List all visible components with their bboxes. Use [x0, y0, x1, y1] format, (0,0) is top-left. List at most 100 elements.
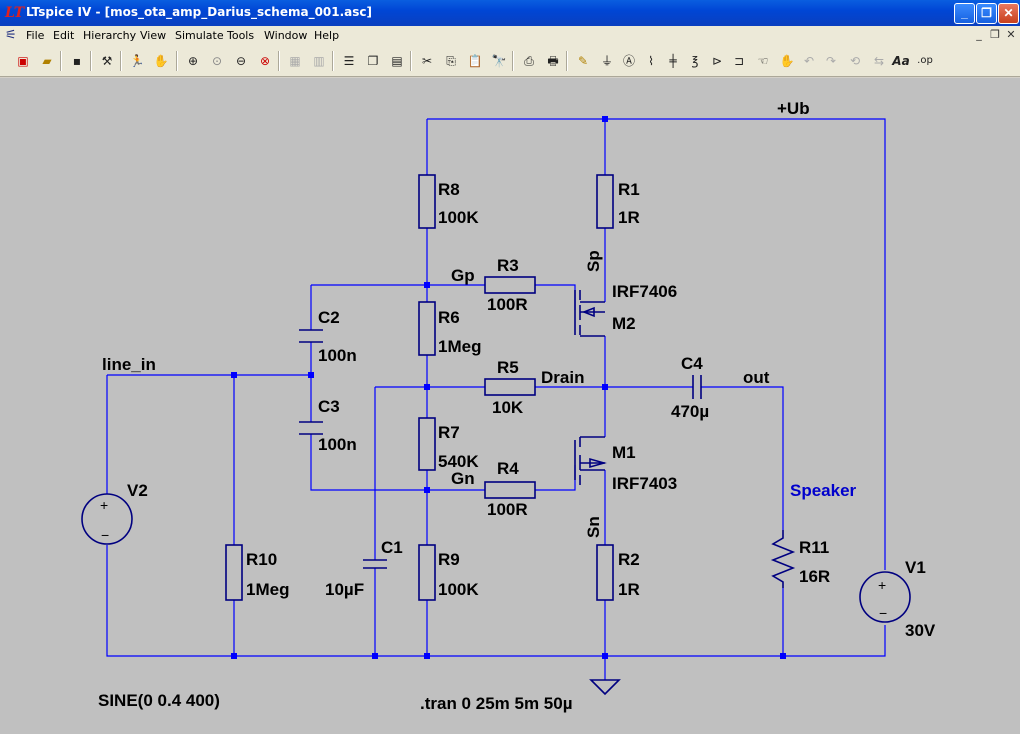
- menu-hierarchy[interactable]: Hierarchy: [83, 29, 137, 42]
- ground-icon[interactable]: ⏚: [600, 54, 613, 68]
- component-icon[interactable]: ⊐: [733, 54, 745, 68]
- capacitor-c2[interactable]: [299, 329, 323, 343]
- autorange-icon[interactable]: ▦: [289, 54, 301, 68]
- copy-icon[interactable]: ⎘: [446, 54, 456, 68]
- source-directive-text[interactable]: SINE(0 0.4 400): [98, 691, 220, 710]
- capacitor-c1[interactable]: [363, 559, 387, 569]
- rotate-icon[interactable]: ⟲: [849, 54, 861, 68]
- resistor-r1[interactable]: [596, 174, 614, 229]
- label-r1-ref: R1: [618, 180, 640, 199]
- label-c3-value: 100n: [318, 435, 357, 454]
- save-icon[interactable]: ▪: [72, 54, 82, 68]
- net-label-line-in[interactable]: line_in: [102, 355, 156, 374]
- label-r3-value: 100R: [487, 295, 528, 314]
- find-icon[interactable]: 🔭: [491, 54, 507, 68]
- capacitor-c4[interactable]: [692, 375, 702, 399]
- net-label-supply[interactable]: +Ub: [777, 99, 810, 118]
- menu-simulate[interactable]: Simulate: [175, 29, 224, 42]
- control-panel-icon[interactable]: ⚒: [101, 54, 113, 68]
- menu-window[interactable]: Window: [264, 29, 308, 42]
- capacitor-c3[interactable]: [299, 421, 323, 435]
- resistor-icon[interactable]: ⌇: [648, 54, 654, 68]
- label-r9-value: 100K: [438, 580, 479, 599]
- junction-dots: [231, 116, 786, 659]
- voltage-source-v2[interactable]: + −: [81, 493, 133, 545]
- menu-view[interactable]: View: [140, 29, 167, 42]
- label-v1-value: 30V: [905, 621, 936, 640]
- diode-icon[interactable]: ⊳: [711, 54, 723, 68]
- spice-directive-icon[interactable]: .op: [917, 55, 933, 66]
- title-bar: LT LTspice IV - [mos_ota_amp_Darius_sche…: [0, 0, 1020, 26]
- resistor-r10[interactable]: [225, 544, 243, 601]
- mdi-close-button[interactable]: ✕: [1006, 28, 1016, 41]
- print-icon[interactable]: 🖶: [547, 54, 559, 68]
- resistor-r3[interactable]: [484, 276, 536, 294]
- ground-symbol[interactable]: [589, 679, 621, 696]
- zoom-pan-icon[interactable]: ⊙: [211, 54, 223, 68]
- zoom-out-icon[interactable]: ⊖: [235, 54, 247, 68]
- zoom-cancel-icon[interactable]: ⊗: [259, 54, 271, 68]
- text-icon[interactable]: Aa: [892, 54, 910, 68]
- minimize-button[interactable]: _: [954, 3, 975, 24]
- restore-button[interactable]: ❐: [976, 3, 997, 24]
- vertical-autorange-icon[interactable]: ▥: [313, 54, 325, 68]
- label-r5-ref: R5: [497, 358, 519, 377]
- inductor-icon[interactable]: ℥: [691, 54, 699, 68]
- document-icon[interactable]: ⚟: [5, 28, 17, 43]
- label-r2-value: 1R: [618, 580, 640, 599]
- draw-wire-icon[interactable]: ✎: [577, 54, 589, 68]
- mdi-minimize-button[interactable]: _: [976, 28, 982, 41]
- resistor-r7[interactable]: [418, 417, 436, 471]
- schematic-canvas[interactable]: + − + − +Ub line_in Gp Drain out Gn Sp S…: [0, 78, 1020, 734]
- mirror-icon[interactable]: ⇆: [873, 54, 885, 68]
- label-v1-ref: V1: [905, 558, 926, 577]
- mosfet-m1[interactable]: [574, 436, 607, 485]
- undo-icon[interactable]: ↶: [803, 54, 815, 68]
- print-preview-icon[interactable]: ⎙: [524, 54, 534, 68]
- label-r9-ref: R9: [438, 550, 460, 569]
- menu-help[interactable]: Help: [314, 29, 340, 42]
- close-button[interactable]: ✕: [998, 3, 1019, 24]
- resistor-r2[interactable]: [596, 544, 614, 601]
- resistor-r6[interactable]: [418, 301, 436, 356]
- run-icon[interactable]: 🏃: [129, 54, 145, 68]
- net-label-gp[interactable]: Gp: [451, 266, 475, 285]
- label-c2-value: 100n: [318, 346, 357, 365]
- paste-icon[interactable]: 📋: [467, 54, 483, 68]
- capacitor-icon[interactable]: ╪: [669, 54, 677, 68]
- new-schematic-icon[interactable]: ▣: [17, 54, 29, 68]
- resistor-r5[interactable]: [484, 378, 536, 396]
- resistor-r4[interactable]: [484, 481, 536, 499]
- menu-edit[interactable]: Edit: [53, 29, 75, 42]
- net-label-gn[interactable]: Gn: [451, 469, 475, 488]
- tile-horizontal-icon[interactable]: ☰: [343, 54, 355, 68]
- label-net-icon[interactable]: Ⓐ: [622, 54, 635, 68]
- drag-icon[interactable]: ✋: [779, 54, 795, 68]
- net-label-out[interactable]: out: [743, 368, 770, 387]
- move-icon[interactable]: ☜: [757, 54, 769, 68]
- menu-tools[interactable]: Tools: [227, 29, 255, 42]
- menu-file[interactable]: File: [26, 29, 45, 42]
- mosfet-m2[interactable]: [574, 290, 605, 337]
- cut-icon[interactable]: ✂: [421, 54, 433, 68]
- label-r5-value: 10K: [492, 398, 524, 417]
- net-label-drain[interactable]: Drain: [541, 368, 584, 387]
- halt-icon[interactable]: ✋: [153, 54, 169, 68]
- mdi-restore-button[interactable]: ❐: [990, 28, 1000, 41]
- open-icon[interactable]: ▰: [42, 54, 52, 68]
- cascade-icon[interactable]: ❐: [367, 54, 379, 68]
- net-label-sn[interactable]: Sn: [584, 516, 603, 538]
- label-speaker: Speaker: [790, 481, 857, 500]
- redo-icon[interactable]: ↷: [825, 54, 837, 68]
- resistor-r8[interactable]: [418, 174, 436, 229]
- zoom-in-icon[interactable]: ⊕: [187, 54, 199, 68]
- net-label-sp[interactable]: Sp: [584, 250, 603, 272]
- resistor-r11[interactable]: [770, 530, 796, 588]
- tile-vertical-icon[interactable]: ▤: [391, 54, 403, 68]
- label-m2-model: IRF7406: [612, 282, 677, 301]
- label-c4-value: 470µ: [671, 402, 709, 421]
- tran-directive-text[interactable]: .tran 0 25m 5m 50µ: [420, 694, 573, 713]
- label-r1-value: 1R: [618, 208, 640, 227]
- resistor-r9[interactable]: [418, 544, 436, 601]
- voltage-source-v1[interactable]: + −: [859, 571, 911, 623]
